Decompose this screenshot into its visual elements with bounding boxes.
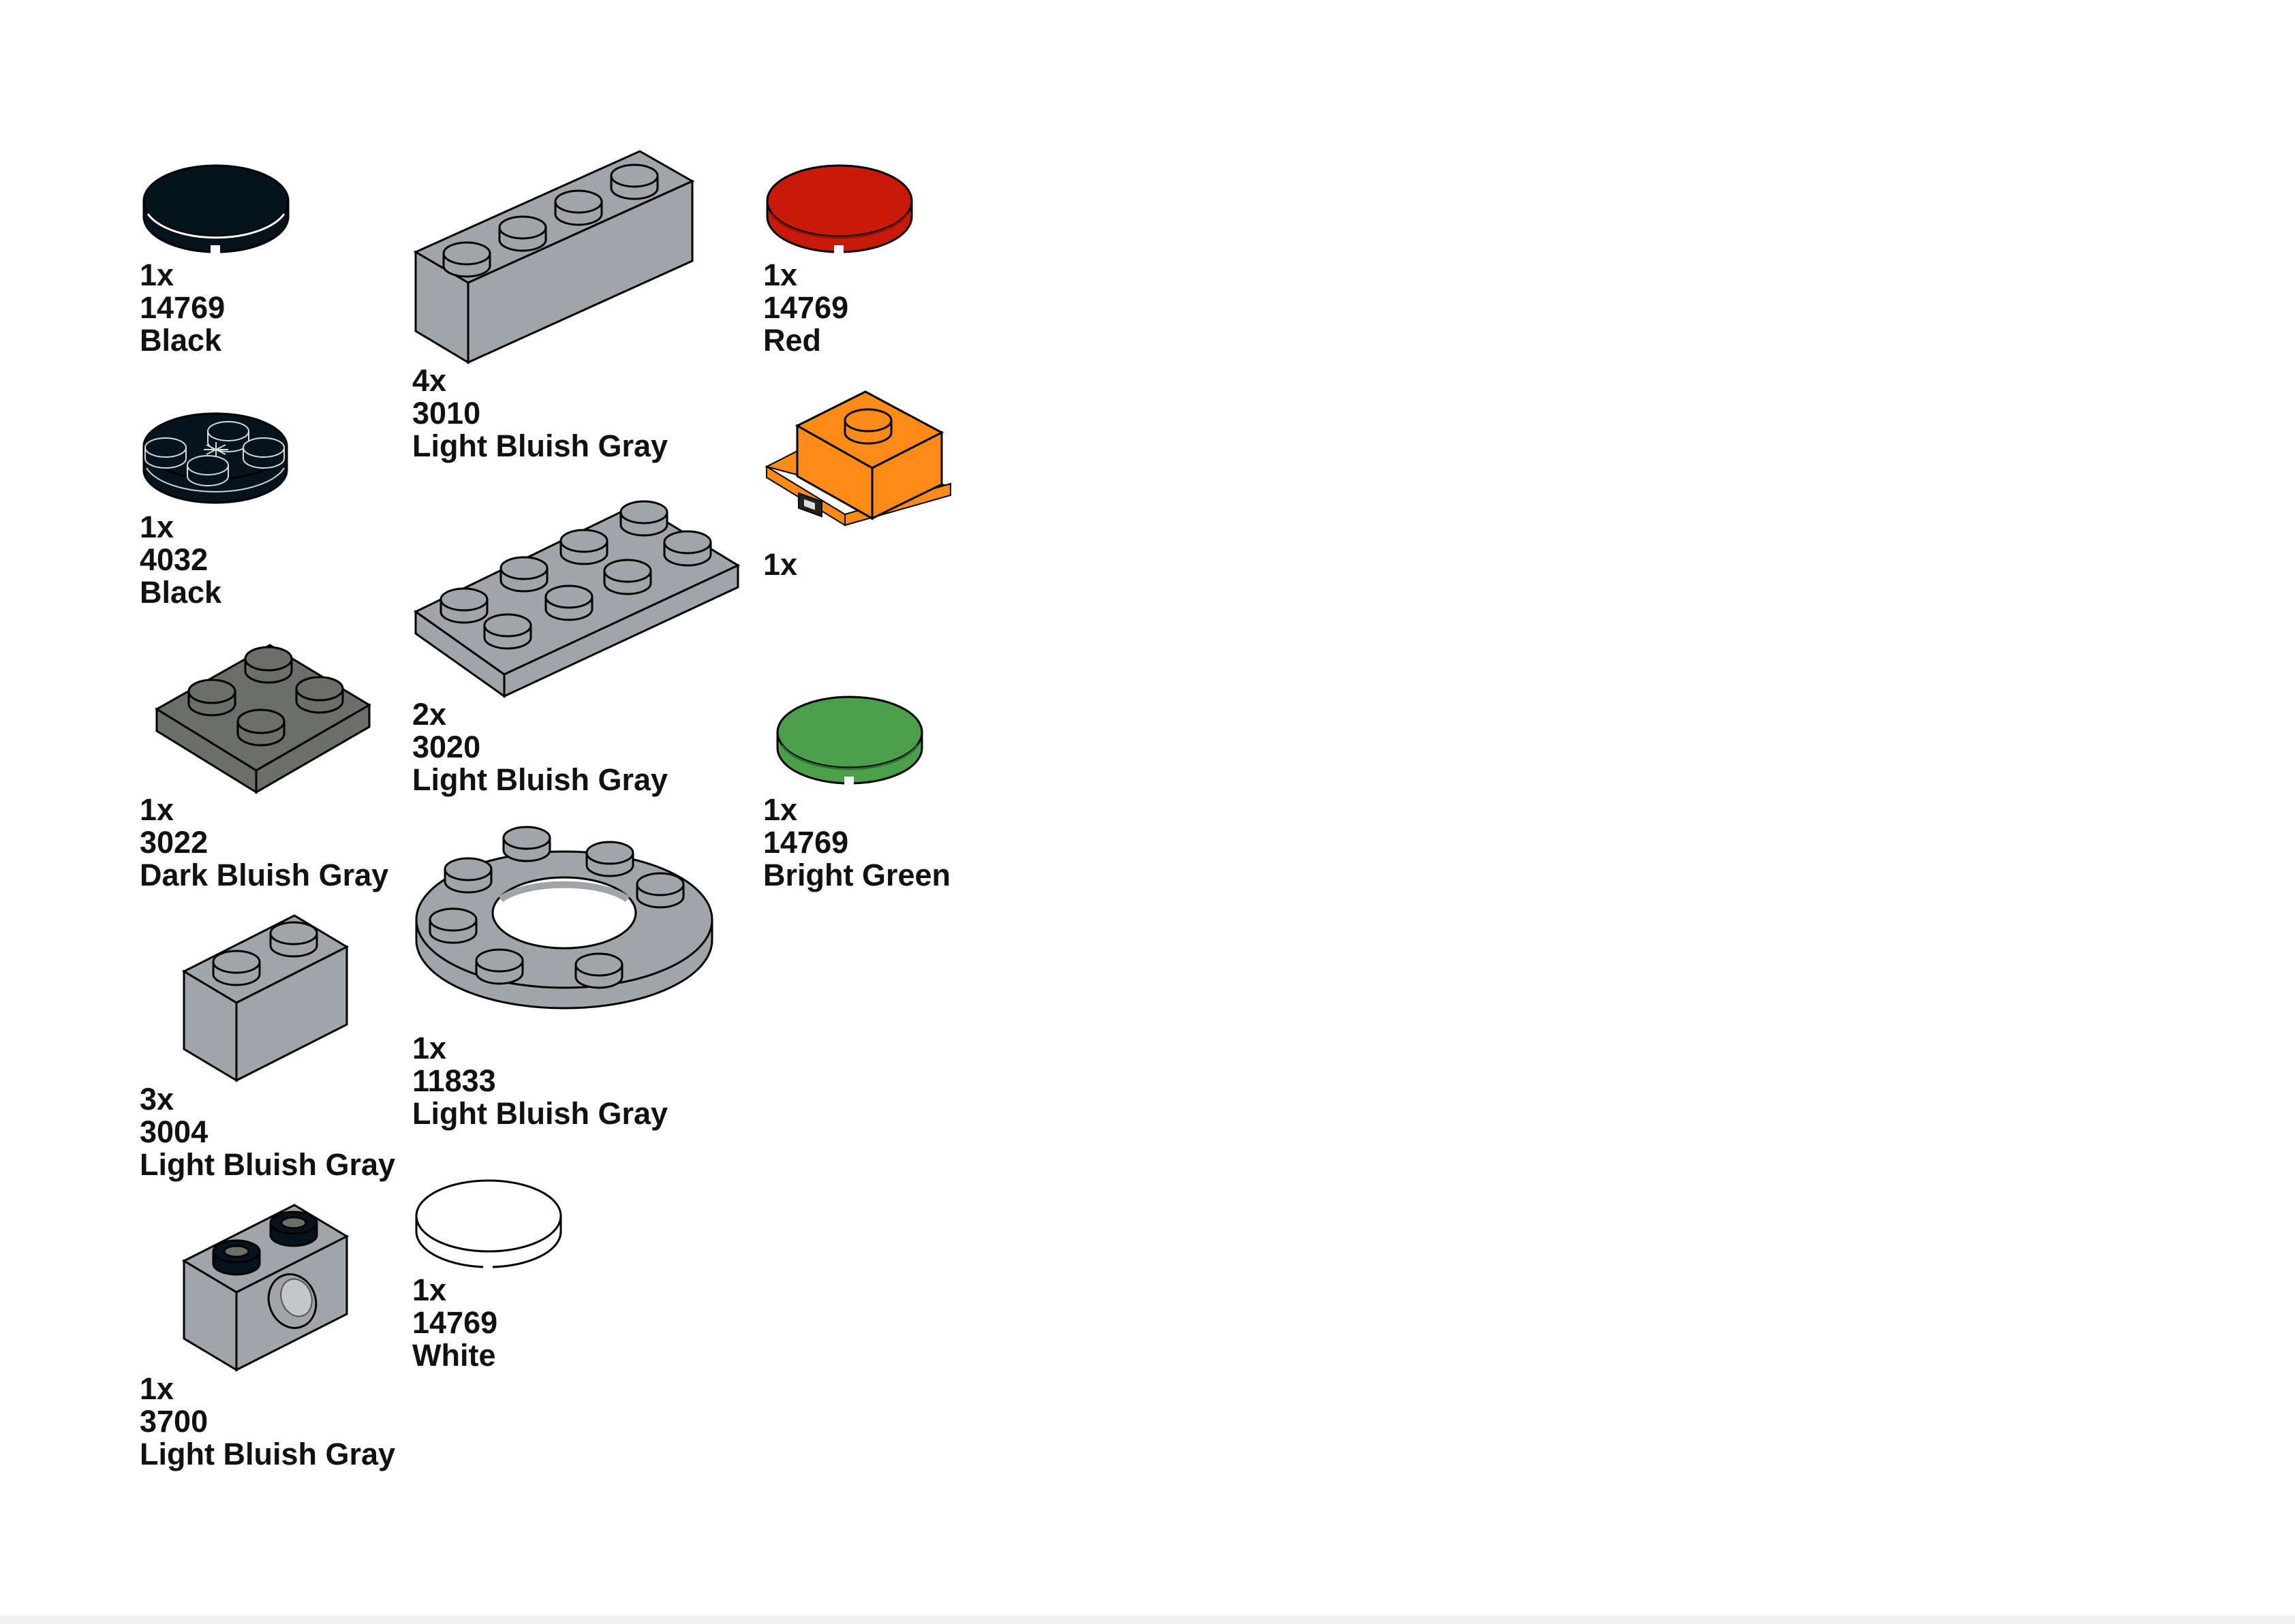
round-tile-2x2-icon [415, 1179, 562, 1268]
light-brick-2x2-icon [765, 390, 951, 527]
part-quantity: 1x [412, 1272, 447, 1307]
part-quantity: 1x [140, 257, 174, 292]
part-quantity: 1x [763, 547, 798, 582]
part-label: 1x 3700 Light Bluish Gray [140, 1373, 395, 1471]
brick-1x4-icon [413, 150, 695, 364]
part-quantity: 1x [763, 792, 798, 827]
brick-1x2-icon [181, 914, 350, 1082]
plate-2x4-icon [414, 500, 741, 698]
part-quantity: 3x [140, 1082, 174, 1116]
part-label: 3x 3004 Light Bluish Gray [140, 1083, 395, 1181]
part-number: 3020 [412, 730, 481, 764]
plate-2x2-icon [155, 644, 371, 794]
part-color: Light Bluish Gray [412, 762, 668, 797]
part-color: Bright Green [763, 858, 951, 892]
part-number: 3700 [140, 1404, 209, 1439]
part-quantity: 4x [412, 363, 447, 398]
part-number: 14769 [140, 290, 226, 325]
part-color: Light Bluish Gray [412, 1096, 668, 1131]
part-quantity: 1x [412, 1031, 447, 1065]
part-label: 2x 3020 Light Bluish Gray [412, 698, 668, 796]
part-color: Light Bluish Gray [140, 1147, 396, 1182]
part-number: 14769 [763, 825, 849, 860]
part-label: 1x 14769 White [412, 1274, 497, 1372]
part-label: 4x 3010 Light Bluish Gray [412, 364, 668, 463]
round-tile-2x2-icon [766, 164, 913, 253]
part-color: Black [140, 323, 222, 358]
part-color: Black [140, 575, 222, 610]
part-number: 11833 [412, 1063, 496, 1098]
part-number: 4032 [140, 542, 209, 577]
part-label: 1x 3022 Dark Bluish Gray [140, 794, 388, 892]
part-quantity: 2x [412, 697, 447, 732]
part-number: 14769 [412, 1305, 498, 1340]
part-quantity: 1x [140, 1371, 174, 1406]
part-label: 1x 14769 Bright Green [763, 794, 951, 892]
part-quantity: 1x [763, 257, 798, 292]
part-color: White [412, 1338, 496, 1373]
part-color: Red [763, 323, 822, 358]
round-plate-4x4-hole-icon [415, 826, 713, 1010]
round-tile-2x2-icon [142, 164, 290, 253]
part-color: Light Bluish Gray [412, 428, 668, 463]
part-label: 1x 4032 Black [140, 511, 221, 609]
part-color: Dark Bluish Gray [140, 858, 389, 892]
part-label: 1x [763, 548, 797, 581]
part-quantity: 1x [140, 792, 174, 827]
technic-brick-1x2-hole-icon [181, 1204, 350, 1372]
part-quantity: 1x [140, 510, 174, 544]
part-number: 14769 [763, 290, 849, 325]
part-label: 1x 14769 Black [140, 259, 225, 357]
round-plate-2x2-axle-hole-icon [142, 412, 288, 504]
part-number: 3022 [140, 825, 209, 860]
round-tile-2x2-icon [776, 696, 923, 785]
part-label: 1x 11833 Light Bluish Gray [412, 1032, 668, 1130]
part-label: 1x 14769 Red [763, 259, 848, 357]
page-bottom-edge [0, 1616, 2295, 1624]
part-color: Light Bluish Gray [140, 1437, 396, 1471]
part-number: 3010 [412, 396, 481, 431]
part-number: 3004 [140, 1114, 209, 1149]
